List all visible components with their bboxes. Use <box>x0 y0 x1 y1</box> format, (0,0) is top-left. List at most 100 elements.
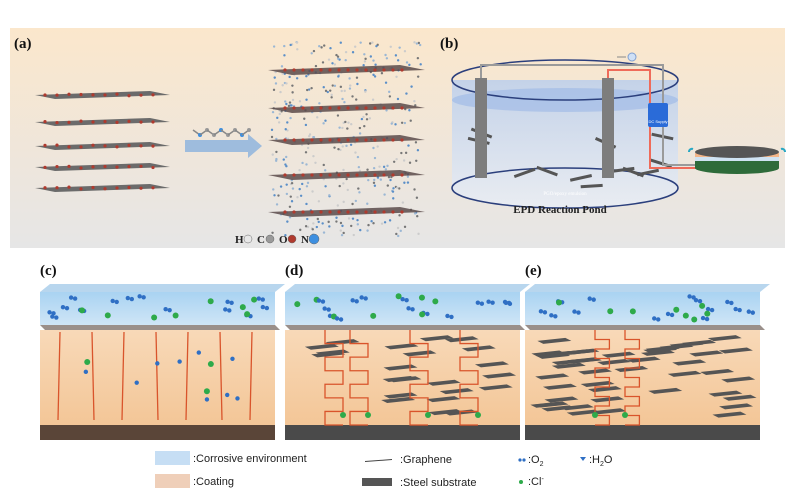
oxygen-molecule <box>229 300 234 306</box>
graphene-sheet <box>590 396 625 403</box>
oxygen-molecule <box>553 314 558 319</box>
corrosive-swatch <box>155 451 190 465</box>
chloride-ion <box>395 293 402 300</box>
chloride-ion <box>673 306 680 313</box>
graphene-swatch <box>365 459 392 462</box>
diffusion-path <box>219 331 223 421</box>
graphene-sheet <box>587 386 622 393</box>
graphene-sheet <box>551 362 586 369</box>
panel-d-label: (d) <box>285 263 303 279</box>
tortuous-path <box>324 330 344 426</box>
oxygen-molecule <box>260 297 265 302</box>
chloride-ion <box>629 308 636 315</box>
graphene-sheet <box>592 408 627 415</box>
legend-h2o: :H2O <box>589 454 613 468</box>
graphene-sheet <box>428 409 463 416</box>
graphene-sheet <box>597 359 632 366</box>
oxygen-molecule <box>506 300 512 306</box>
oxygen-molecule <box>227 308 232 313</box>
legend-corrosive: :Corrosive environment <box>193 453 307 465</box>
graphene-sheet <box>648 387 683 394</box>
steel-substrate <box>285 425 520 440</box>
graphene-sheet <box>478 384 513 391</box>
amine-molecule <box>192 128 251 137</box>
oxygen-molecule <box>404 298 409 303</box>
graphene-flake <box>580 183 603 189</box>
atom-label-N: N <box>301 234 309 246</box>
graphene-sheet <box>640 349 675 356</box>
oxygen-molecule <box>425 311 430 317</box>
atom-icon <box>287 234 297 244</box>
chloride-ion <box>555 299 562 306</box>
coated-disk <box>688 146 786 174</box>
oxygen-molecule <box>129 296 135 302</box>
graphene-sheet <box>707 335 742 342</box>
electron-icon <box>617 52 637 62</box>
graphene-sheet <box>689 350 724 357</box>
atom-label-H: H <box>235 234 244 246</box>
graphene-sheet <box>474 361 509 368</box>
panel-a-label: (a) <box>14 36 32 52</box>
oxygen-molecule <box>576 310 581 315</box>
tortuous-path <box>459 330 479 426</box>
graphene-sheet <box>722 394 757 401</box>
graphene-sheet <box>719 403 754 410</box>
graphene-sheet <box>383 364 418 371</box>
graphene-sheet <box>544 396 579 403</box>
graphene-sheet <box>536 352 571 359</box>
graphene-sheet <box>426 396 461 403</box>
oxygen-molecule <box>737 307 742 313</box>
oxygen-molecule <box>141 295 146 300</box>
coating-model-e <box>525 284 770 440</box>
atom-icon <box>243 234 253 244</box>
graphene-sheet <box>643 346 678 353</box>
graphene-sheet <box>565 348 600 355</box>
oxygen-molecule <box>729 300 734 306</box>
diffusion-path <box>57 331 61 421</box>
svg-text:DC Supply: DC Supply <box>648 119 667 124</box>
graphene-sheet <box>601 351 636 358</box>
oxygen-molecule <box>669 312 675 318</box>
graphene-sheet <box>315 349 350 356</box>
graphene-flake <box>536 165 558 177</box>
graphene-layer <box>35 184 170 192</box>
coating-swatch <box>155 474 190 488</box>
graphene-sheet <box>426 379 461 386</box>
chloride-ion <box>418 294 425 301</box>
graphene-sheet <box>530 401 565 408</box>
chloride-ion <box>151 314 158 321</box>
graphene-sheet <box>667 370 702 377</box>
arrow-icon <box>185 134 262 158</box>
panel-c-label: (c) <box>40 263 57 279</box>
oxygen-molecule <box>542 310 548 315</box>
graphene-sheet <box>444 336 479 343</box>
oxygen-molecule <box>449 314 454 320</box>
wire-red <box>607 69 700 169</box>
oxygen-molecule <box>72 296 78 301</box>
chloride-ion <box>104 312 111 319</box>
graphene-sheet <box>381 396 416 403</box>
graphene-sheet <box>304 343 339 350</box>
panel-b-label: (b) <box>440 36 458 52</box>
electrode-right <box>602 78 614 178</box>
graphene-layers <box>35 91 170 192</box>
tortuous-path <box>409 330 429 426</box>
oxygen-molecule <box>697 298 703 304</box>
chloride-ion <box>704 310 711 317</box>
chloride-ion <box>691 316 698 323</box>
graphene-sheet <box>461 345 496 352</box>
steel-substrate <box>40 425 275 440</box>
steel-substrate <box>525 425 760 440</box>
oxygen-molecule <box>338 317 344 322</box>
graphene-sheet <box>383 392 418 399</box>
oxygen-molecule <box>656 317 661 322</box>
chloride-ion <box>251 296 258 303</box>
oxygen-molecule <box>479 301 485 306</box>
diffusion-path <box>249 331 253 421</box>
graphene-sheet <box>439 388 474 395</box>
graphene-sheet <box>626 356 661 363</box>
graphene-sheet <box>384 343 419 350</box>
graphene-sheet <box>541 405 576 412</box>
